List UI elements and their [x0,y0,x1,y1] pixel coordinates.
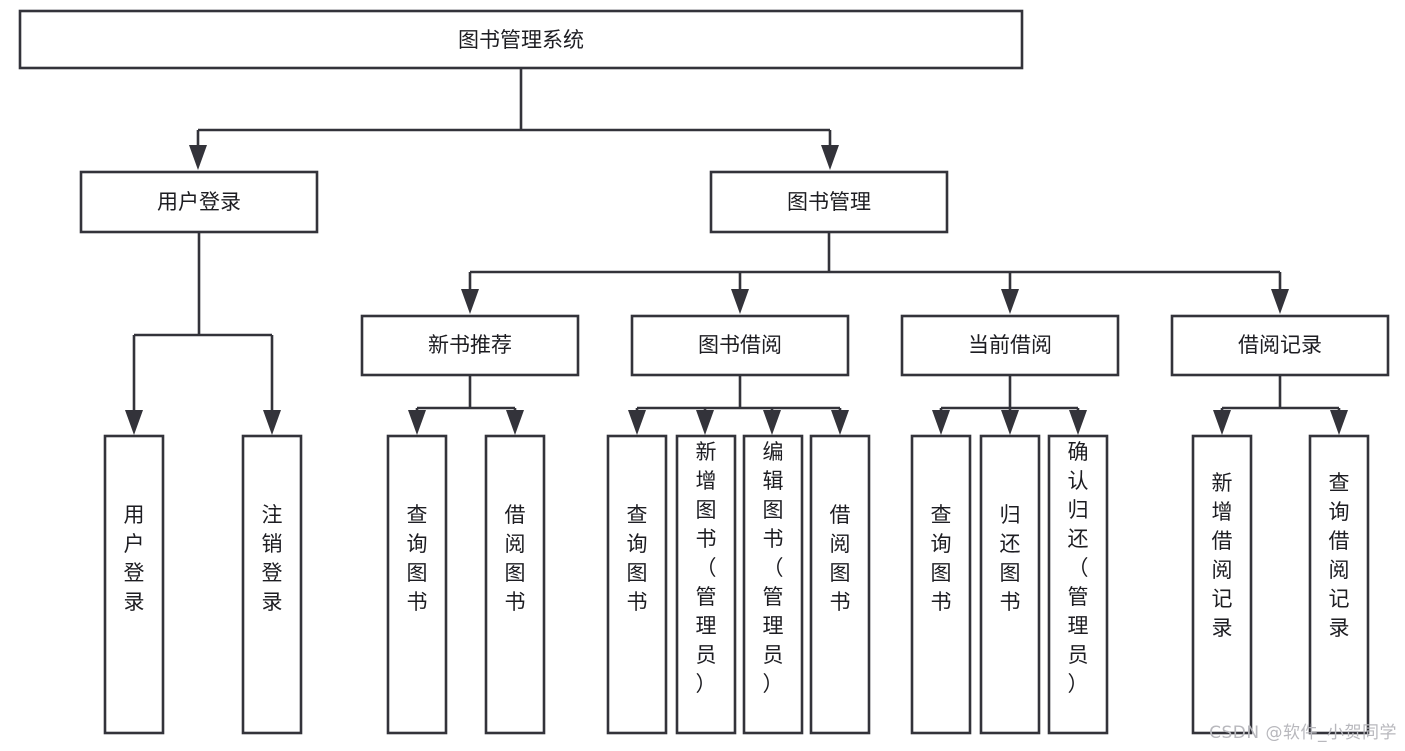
arrow-to-leaf-borrow-book-1 [506,410,524,435]
node-leaf-query-book-2[interactable]: 查询图书 [606,434,668,735]
connector-group-user-login [125,232,281,435]
node-leaf-query-book-1-box[interactable] [386,434,448,735]
node-book-borrow[interactable]: 图书借阅 [630,314,850,377]
connector-group-root [189,68,839,170]
node-leaf-user-login-label: 用户登录 [124,503,145,614]
connector-group-new-book-recommend [408,375,524,435]
node-borrow-record-label: 借阅记录 [1238,333,1322,357]
node-leaf-logout-login-box[interactable] [241,434,303,735]
arrow-to-leaf-confirm-return [1069,410,1087,435]
node-leaf-query-record[interactable]: 查询借阅记录 [1308,434,1370,735]
node-leaf-query-book-3[interactable]: 查询图书 [910,434,972,735]
arrow-to-leaf-edit-book [763,410,781,435]
arrow-to-book-borrow [731,289,749,314]
node-leaf-add-book-label: 新增图书（管理员） [696,440,717,696]
connector-group-book-management [461,232,1289,314]
node-current-borrow-label: 当前借阅 [968,333,1052,357]
node-leaf-confirm-return-label: 确认归还（管理员） [1068,440,1089,696]
connector-group-current-borrow [932,375,1087,435]
arrow-to-leaf-query-book-1 [408,410,426,435]
node-leaf-add-record-box[interactable] [1191,434,1253,735]
node-leaf-confirm-return-box[interactable] [1047,434,1109,735]
node-book-management-label: 图书管理 [787,190,871,214]
node-book-management-box[interactable] [709,170,949,234]
node-new-book-recommend-label: 新书推荐 [428,333,512,357]
node-leaf-borrow-book-1[interactable]: 借阅图书 [484,434,546,735]
node-leaf-add-book-box[interactable] [675,434,737,735]
arrow-to-leaf-query-book-2 [628,410,646,435]
node-leaf-user-login-box[interactable] [103,434,165,735]
node-root-label: 图书管理系统 [458,28,584,52]
node-book-borrow-label: 图书借阅 [698,333,782,357]
arrow-to-leaf-query-record [1330,410,1348,435]
node-current-borrow[interactable]: 当前借阅 [900,314,1120,377]
node-leaf-return-book-box[interactable] [979,434,1041,735]
node-new-book-recommend[interactable]: 新书推荐 [360,314,580,377]
node-user-login-box[interactable] [79,170,319,234]
node-current-borrow-box[interactable] [900,314,1120,377]
node-leaf-borrow-book-1-box[interactable] [484,434,546,735]
node-new-book-recommend-box[interactable] [360,314,580,377]
node-leaf-edit-book[interactable]: 编辑图书（管理员） [742,434,804,735]
node-leaf-query-book-3-box[interactable] [910,434,972,735]
node-root-box[interactable] [18,9,1024,70]
csdn-watermark: CSDN @软件_小贺同学 [1209,723,1397,743]
node-leaf-return-book[interactable]: 归还图书 [979,434,1041,735]
node-root[interactable]: 图书管理系统 [18,9,1024,70]
node-leaf-add-book[interactable]: 新增图书（管理员） [675,434,737,735]
node-borrow-record[interactable]: 借阅记录 [1170,314,1390,377]
node-leaf-logout-login[interactable]: 注销登录 [241,434,303,735]
connector-group-book-borrow [628,375,849,435]
arrow-to-leaf-borrow-book-2 [831,410,849,435]
arrow-to-book-management [821,145,839,170]
arrow-to-leaf-add-book [696,410,714,435]
node-leaf-query-book-2-label: 查询图书 [627,503,648,614]
node-leaf-query-record-label: 查询借阅记录 [1329,471,1350,640]
node-leaf-borrow-book-1-label: 借阅图书 [505,503,526,614]
node-leaf-add-record-label: 新增借阅记录 [1212,471,1233,640]
arrow-to-leaf-query-book-3 [932,410,950,435]
node-leaf-query-book-2-box[interactable] [606,434,668,735]
node-leaf-query-book-1[interactable]: 查询图书 [386,434,448,735]
arrow-to-borrow-record [1271,289,1289,314]
node-leaf-query-book-1-label: 查询图书 [407,503,428,614]
node-leaf-query-record-box[interactable] [1308,434,1370,735]
node-leaf-confirm-return[interactable]: 确认归还（管理员） [1047,434,1109,735]
arrow-to-leaf-user-login [125,410,143,435]
arrow-to-new-book-recommend [461,289,479,314]
node-user-login-label: 用户登录 [157,190,241,214]
node-borrow-record-box[interactable] [1170,314,1390,377]
arrow-to-leaf-logout-login [263,410,281,435]
node-leaf-edit-book-box[interactable] [742,434,804,735]
node-book-borrow-box[interactable] [630,314,850,377]
arrow-to-current-borrow [1001,289,1019,314]
node-leaf-borrow-book-2[interactable]: 借阅图书 [809,434,871,735]
arrow-to-leaf-add-record [1213,410,1231,435]
node-book-management[interactable]: 图书管理 [709,170,949,234]
connector-group-borrow-record [1213,375,1348,435]
node-leaf-borrow-book-2-box[interactable] [809,434,871,735]
node-leaf-query-book-3-label: 查询图书 [931,503,952,614]
node-leaf-logout-login-label: 注销登录 [262,503,283,614]
node-leaf-user-login[interactable]: 用户登录 [103,434,165,735]
node-user-login[interactable]: 用户登录 [79,170,319,234]
arrow-to-user-login [189,145,207,170]
node-leaf-add-record[interactable]: 新增借阅记录 [1191,434,1253,735]
node-leaf-edit-book-label: 编辑图书（管理员） [763,440,784,696]
node-leaf-return-book-label: 归还图书 [1000,503,1021,614]
arrow-to-leaf-return-book [1001,410,1019,435]
node-leaf-borrow-book-2-label: 借阅图书 [830,503,851,614]
